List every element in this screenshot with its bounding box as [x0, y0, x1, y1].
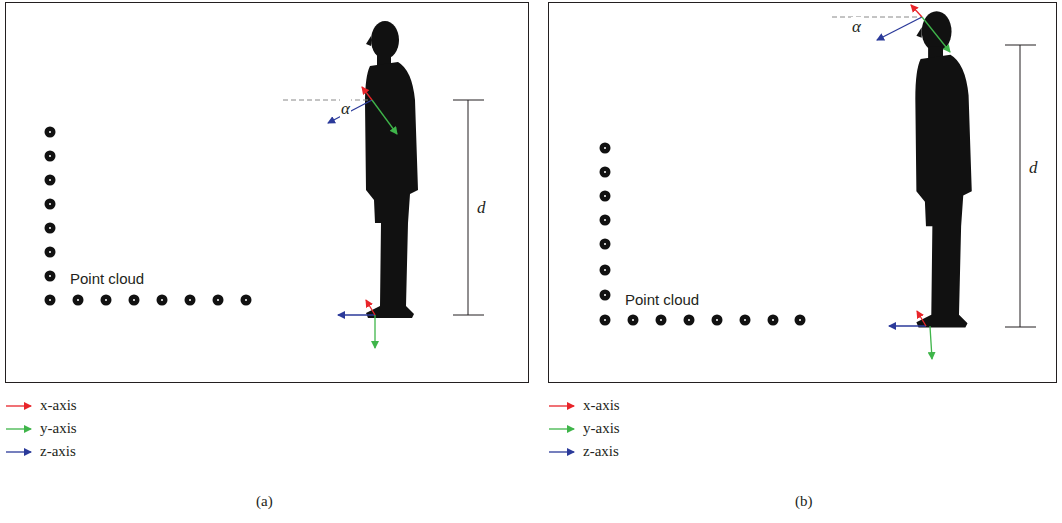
person-silhouette [365, 21, 418, 318]
dimension-bracket [1005, 45, 1036, 327]
legend-text: x-axis [40, 397, 77, 414]
sensor-axes [877, 5, 950, 359]
legend-text: y-axis [40, 420, 77, 437]
sensor-axes [328, 87, 397, 348]
panel-frame [6, 3, 529, 383]
point-cloud [600, 143, 806, 326]
reference-line [283, 100, 372, 101]
point-cloud-label: Point cloud [625, 291, 699, 308]
point-cloud-label: Point cloud [70, 270, 144, 287]
legend-text: x-axis [583, 397, 620, 414]
legend-text: y-axis [583, 420, 620, 437]
legend-text: z-axis [40, 443, 76, 460]
angle-label: α [851, 17, 862, 37]
person-silhouette [915, 11, 971, 327]
legend-arrows [6, 406, 574, 452]
angle-label: α [340, 99, 351, 119]
dimension-label: d [1029, 158, 1038, 178]
point-cloud [45, 127, 252, 306]
panel-frame [549, 3, 1057, 383]
dimension-label: d [477, 198, 486, 218]
panel-caption: (a) [256, 493, 273, 510]
reference-line [832, 17, 922, 18]
panel-caption: (b) [795, 493, 813, 510]
legend-text: z-axis [583, 443, 619, 460]
